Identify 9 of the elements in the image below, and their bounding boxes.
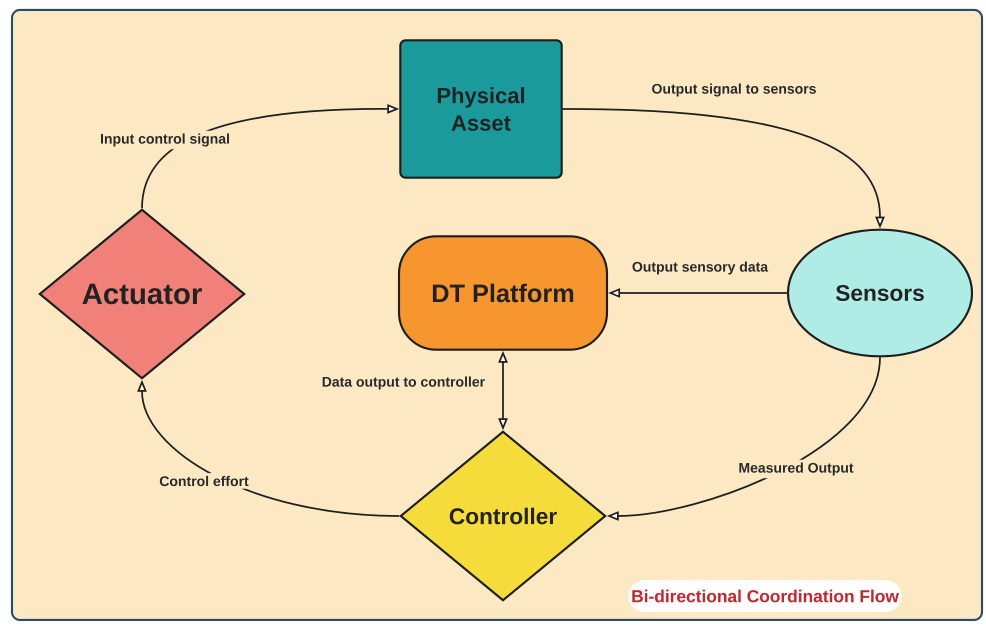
platform-box: DT Platform: [398, 235, 608, 351]
edge-label: Measured Output: [736, 460, 856, 478]
edge-label: Output signal to sensors: [648, 80, 820, 100]
asset-box: Physical Asset: [399, 39, 563, 179]
edge-label: Control effort: [156, 473, 252, 489]
edge-label: Output sensory data: [629, 258, 771, 278]
edge-label: Input control signal: [97, 130, 233, 150]
caption-pill: Bi-directional Coordination Flow: [628, 580, 902, 612]
edge-label: Data output to controller: [319, 374, 488, 392]
